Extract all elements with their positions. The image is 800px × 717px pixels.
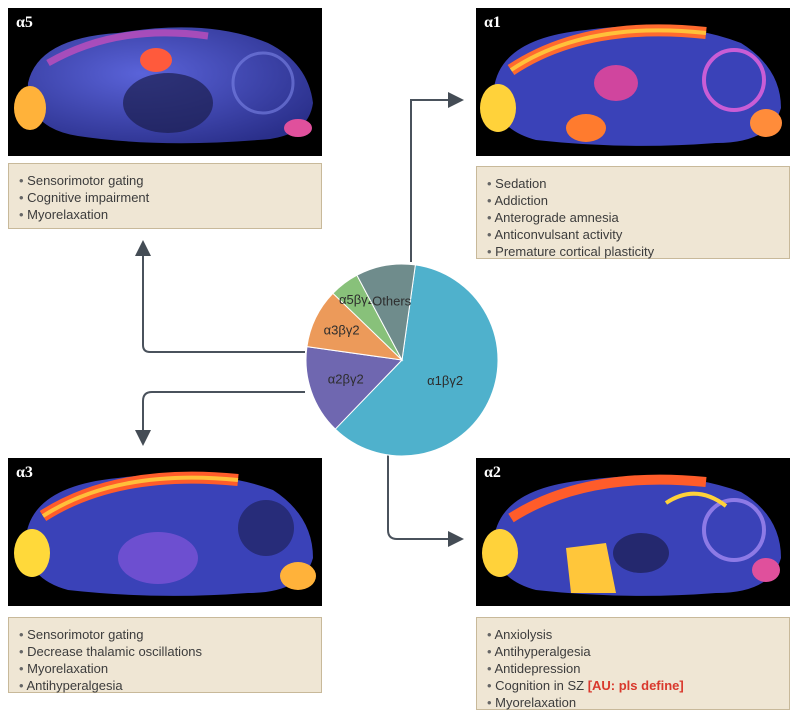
- effects-box-a2: Anxiolysis Antihyperalgesia Antidepressi…: [476, 617, 790, 710]
- effect-item: Antihyperalgesia: [19, 677, 311, 694]
- arrow-to-a3: [135, 391, 305, 446]
- author-query-note: [AU: pls define]: [587, 678, 684, 693]
- effects-list-a5: Sensorimotor gating Cognitive impairment…: [19, 172, 311, 223]
- pie-slice-label: α2βγ2: [328, 371, 364, 386]
- arrow-to-a2: [387, 455, 464, 547]
- brain-label-a5: α5: [16, 14, 33, 31]
- pie-slice-label: α1βγ2: [427, 373, 463, 388]
- brain-label-a1: α1: [484, 14, 501, 31]
- effect-text: Cognition in SZ: [495, 678, 585, 693]
- brain-image-a3: α3: [8, 458, 322, 606]
- effect-item: Cognitive impairment: [19, 189, 311, 206]
- brain-image-a1: α1: [476, 8, 790, 156]
- effect-item: Sensorimotor gating: [19, 172, 311, 189]
- effect-item: Sensorimotor gating: [19, 626, 311, 643]
- brain-image-a5: α5: [8, 8, 322, 156]
- effect-item: Anticonvulsant activity: [487, 226, 779, 243]
- effects-box-a5: Sensorimotor gating Cognitive impairment…: [8, 163, 322, 229]
- pie-slice: [356, 263, 416, 362]
- brain-scan-a3: [14, 471, 316, 596]
- effect-item: Antidepression: [487, 660, 779, 677]
- pie-slice-label: α5βγ2: [339, 292, 375, 307]
- pie-slice-label: α3βγ2: [324, 323, 360, 338]
- effect-item: Sedation: [487, 175, 779, 192]
- brain-image-a2: α2: [476, 458, 790, 606]
- pie-slice: [334, 264, 499, 457]
- effect-item: Cognition in SZ [AU: pls define]: [487, 677, 779, 694]
- arrow-to-a5: [135, 240, 305, 353]
- brain-label-a3: α3: [16, 464, 33, 481]
- effect-item: Antihyperalgesia: [487, 643, 779, 660]
- effect-item: Anterograde amnesia: [487, 209, 779, 226]
- effects-box-a1: Sedation Addiction Anterograde amnesia A…: [476, 166, 790, 259]
- pie-slice: [305, 346, 404, 430]
- effect-item: Decrease thalamic oscillations: [19, 643, 311, 660]
- effects-list-a1: Sedation Addiction Anterograde amnesia A…: [487, 175, 779, 260]
- brain-label-a2: α2: [484, 464, 501, 481]
- effect-item: Anxiolysis: [487, 626, 779, 643]
- arrow-to-a1: [410, 92, 464, 262]
- brain-scan-a5: [14, 27, 313, 144]
- brain-scan-a1: [480, 24, 782, 146]
- effect-item: Myorelaxation: [19, 660, 311, 677]
- effects-box-a3: Sensorimotor gating Decrease thalamic os…: [8, 617, 322, 693]
- pie-slice-label: Others: [372, 293, 412, 308]
- effect-item: Myorelaxation: [19, 206, 311, 223]
- effects-list-a2: Anxiolysis Antihyperalgesia Antidepressi…: [487, 626, 779, 711]
- effects-list-a3: Sensorimotor gating Decrease thalamic os…: [19, 626, 311, 694]
- effect-item: Premature cortical plasticity: [487, 243, 779, 260]
- brain-scan-a2: [482, 474, 781, 596]
- effect-item: Myorelaxation: [487, 694, 779, 711]
- effect-item: Addiction: [487, 192, 779, 209]
